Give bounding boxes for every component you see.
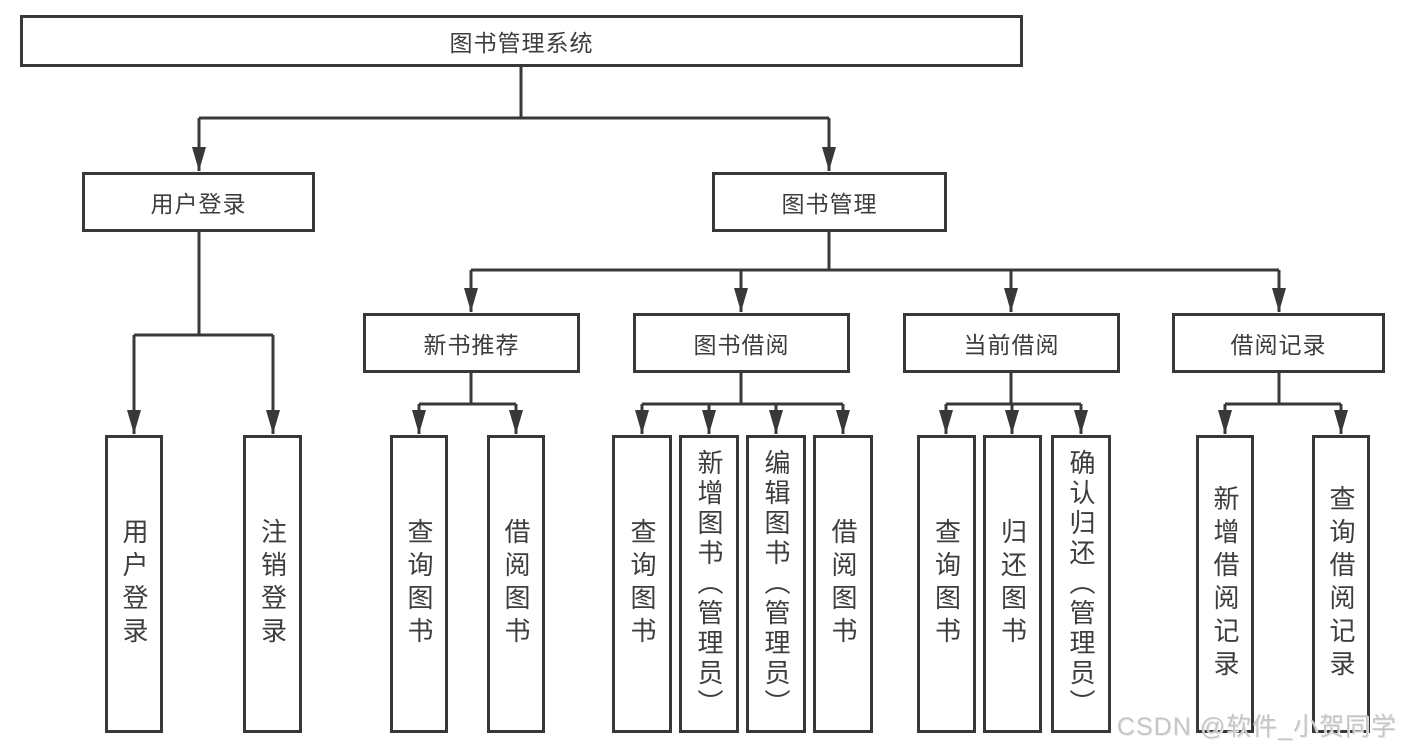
leaf-edit-book-admin: 编辑图书（管理员） [746, 435, 806, 733]
leaf-user-login: 用户登录 [105, 435, 163, 733]
node-root-label: 图书管理系统 [449, 30, 594, 56]
leaf-confirm-return-admin: 确认归还（管理员） [1051, 435, 1111, 733]
leaf-user-login-label: 用户登录 [119, 518, 149, 650]
leaf-borrow-books-1-label: 借阅图书 [501, 518, 531, 650]
leaf-borrow-books-2-label: 借阅图书 [828, 518, 858, 650]
csdn-watermark: CSDN @软件_小贺同学 [1116, 713, 1397, 741]
leaf-add-book-admin: 新增图书（管理员） [679, 435, 739, 733]
leaf-query-books-3-label: 查询图书 [931, 518, 962, 650]
leaf-add-book-admin-label: 新增图书（管理员） [694, 449, 724, 719]
leaf-query-borrow-record-label: 查询借阅记录 [1326, 485, 1356, 683]
node-current-borrowing-label: 当前借阅 [963, 332, 1060, 358]
leaf-logout: 注销登录 [243, 435, 302, 733]
leaf-add-borrow-record-label: 新增借阅记录 [1210, 485, 1240, 683]
leaf-logout-label: 注销登录 [257, 518, 288, 650]
leaf-query-books-1-label: 查询图书 [404, 518, 434, 650]
node-book-borrowing: 图书借阅 [633, 313, 850, 373]
connector-arrows [127, 118, 1348, 434]
node-new-book-recommend-label: 新书推荐 [423, 332, 520, 358]
leaf-query-books-2: 查询图书 [612, 435, 672, 733]
leaf-add-borrow-record: 新增借阅记录 [1196, 435, 1254, 733]
leaf-query-books-3: 查询图书 [917, 435, 976, 733]
node-user-login-label: 用户登录 [150, 191, 247, 217]
node-borrowing-records: 借阅记录 [1172, 313, 1385, 373]
leaf-borrow-books-2: 借阅图书 [813, 435, 873, 733]
leaf-edit-book-admin-label: 编辑图书（管理员） [761, 449, 791, 719]
node-book-management: 图书管理 [712, 172, 947, 232]
node-root: 图书管理系统 [20, 15, 1023, 67]
leaf-confirm-return-admin-label: 确认归还（管理员） [1066, 449, 1096, 719]
node-new-book-recommend: 新书推荐 [363, 313, 580, 373]
leaf-query-books-2-label: 查询图书 [627, 518, 657, 650]
leaf-query-borrow-record: 查询借阅记录 [1312, 435, 1370, 733]
node-user-login: 用户登录 [82, 172, 315, 232]
node-borrowing-records-label: 借阅记录 [1230, 332, 1327, 358]
node-current-borrowing: 当前借阅 [903, 313, 1120, 373]
node-book-management-label: 图书管理 [781, 191, 878, 217]
node-book-borrowing-label: 图书借阅 [693, 332, 790, 358]
leaf-borrow-books-1: 借阅图书 [487, 435, 545, 733]
leaf-return-book: 归还图书 [983, 435, 1042, 733]
leaf-return-book-label: 归还图书 [997, 518, 1028, 650]
leaf-query-books-1: 查询图书 [390, 435, 448, 733]
